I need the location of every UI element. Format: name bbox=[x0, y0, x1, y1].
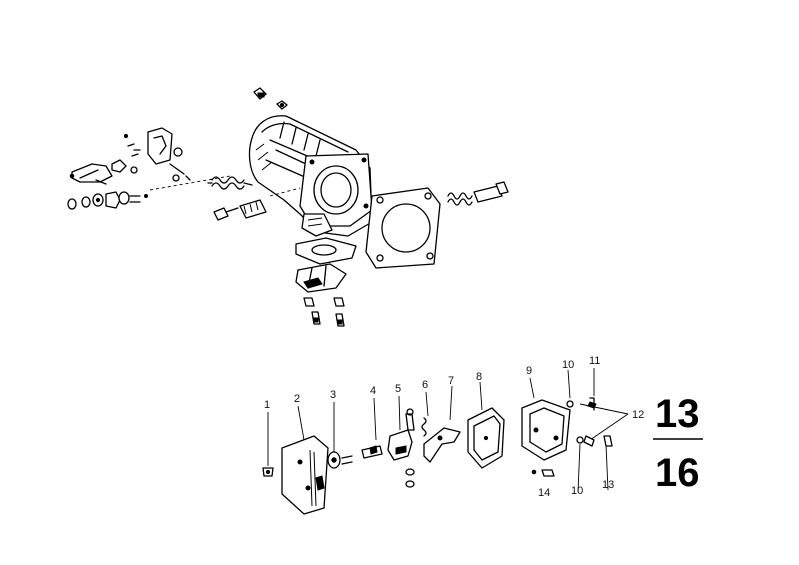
callout-2: 2 bbox=[294, 393, 300, 405]
callout-13: 13 bbox=[602, 479, 614, 491]
part-6-spring bbox=[421, 391, 429, 437]
flange-gasket bbox=[365, 187, 441, 269]
part-9-base bbox=[521, 377, 571, 461]
callout-1: 1 bbox=[264, 399, 270, 411]
callout-12: 12 bbox=[632, 409, 644, 421]
part-3-washer bbox=[327, 402, 353, 469]
callout-5: 5 bbox=[395, 383, 401, 395]
part-2-cover bbox=[281, 405, 329, 515]
callout-10-top: 10 bbox=[562, 359, 574, 371]
switch-assembly bbox=[262, 368, 629, 515]
part-1-screw bbox=[262, 412, 274, 477]
throttle-lever-linkage bbox=[67, 127, 231, 210]
callout-10-bottom: 10 bbox=[571, 485, 583, 497]
part-7-lever bbox=[423, 385, 461, 463]
part-4-screw bbox=[361, 397, 383, 459]
callout-numbers: 1 2 3 4 5 6 7 8 9 10 10 11 12 13 14 bbox=[264, 355, 644, 499]
callout-14: 14 bbox=[538, 487, 550, 499]
stop-screw bbox=[447, 181, 509, 206]
throttle-housing-assembly bbox=[67, 87, 509, 327]
group-number-top: 13 bbox=[655, 392, 700, 436]
callout-6: 6 bbox=[422, 379, 428, 391]
spring-and-screw bbox=[207, 176, 301, 221]
callout-7: 7 bbox=[448, 375, 454, 387]
throttle-body bbox=[248, 115, 373, 237]
part-5-bracket bbox=[387, 395, 415, 488]
small-hardware bbox=[531, 368, 629, 493]
callout-11: 11 bbox=[589, 355, 600, 367]
group-number: 13 16 bbox=[653, 392, 703, 495]
part-8-contact-plate bbox=[467, 381, 505, 469]
lower-switch-parts bbox=[295, 237, 357, 327]
callout-8: 8 bbox=[476, 371, 482, 383]
group-number-bottom: 16 bbox=[655, 451, 700, 495]
callout-3: 3 bbox=[330, 389, 336, 401]
callout-9: 9 bbox=[526, 365, 532, 377]
callout-4: 4 bbox=[370, 385, 376, 397]
top-screw bbox=[253, 87, 288, 110]
